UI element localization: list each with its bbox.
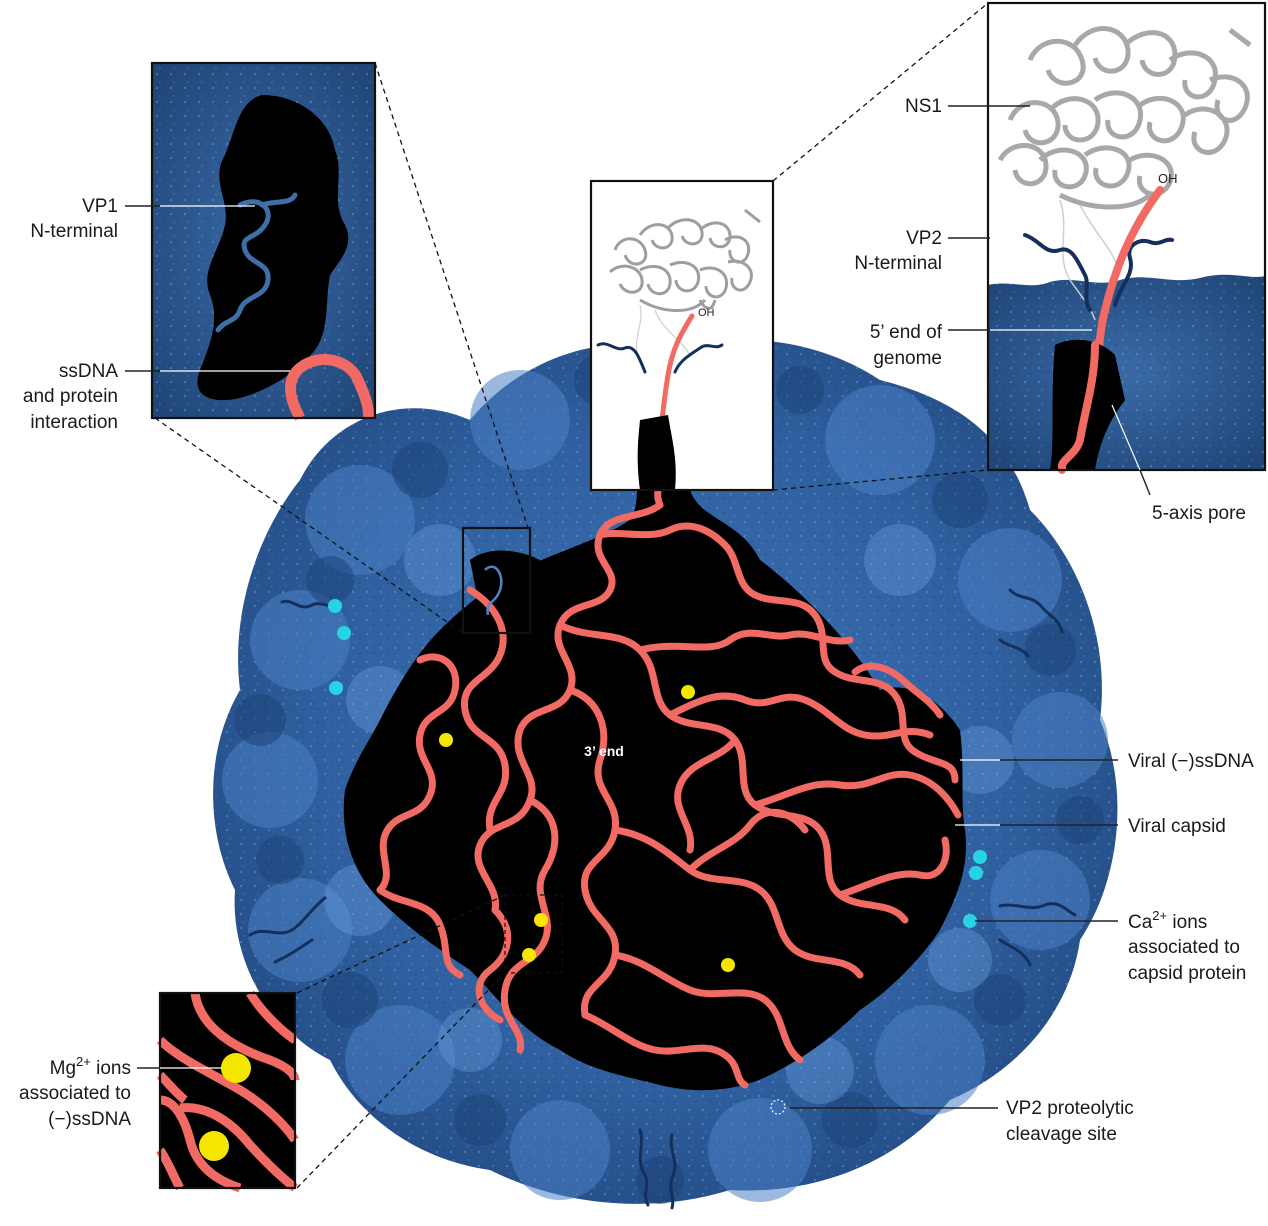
svg-text:N-terminal: N-terminal — [854, 253, 942, 274]
svg-text:associated to: associated to — [19, 1083, 131, 1104]
inset-vp1 — [150, 61, 377, 421]
svg-text:interaction: interaction — [30, 412, 118, 433]
mg-ion-dot — [522, 948, 536, 962]
label-5-end: 5’ end of genome — [870, 322, 943, 369]
svg-text:genome: genome — [873, 348, 942, 369]
ca-ion-dot — [969, 866, 983, 880]
pore-zoom-box-group: OH — [589, 179, 775, 492]
inset-ns1: OH — [986, 1, 1267, 474]
svg-text:ssDNA: ssDNA — [59, 361, 118, 382]
mg-zoom-box — [504, 894, 563, 974]
ca-ion-dot — [963, 914, 977, 928]
mg-ion-dot — [199, 1131, 229, 1161]
ca-ion-dot — [328, 599, 342, 613]
ca-ion-dot — [337, 626, 351, 640]
vp1-small-detail — [484, 565, 503, 616]
svg-text:(−)ssDNA: (−)ssDNA — [48, 1109, 131, 1130]
svg-text:VP1: VP1 — [82, 196, 118, 217]
label-vp2-cleavage: VP2 proteolytic cleavage site — [1006, 1098, 1134, 1145]
svg-text:cleavage site: cleavage site — [1006, 1124, 1117, 1145]
svg-text:and protein: and protein — [23, 386, 118, 407]
ns1-protein-small — [608, 208, 761, 313]
svg-text:Ca2+ ions: Ca2+ ions — [1128, 908, 1207, 933]
ca-ion-dot — [973, 850, 987, 864]
svg-text:capsid protein: capsid protein — [1128, 963, 1246, 984]
zoom-connectors — [154, 2, 989, 1189]
three-end-label: 3’ end — [584, 743, 624, 759]
mg-ion-dot — [721, 958, 735, 972]
vp2-tail — [596, 342, 724, 374]
svg-text:Mg2+ ions: Mg2+ ions — [50, 1054, 131, 1079]
leader-lines — [125, 105, 1151, 1109]
label-ns1: NS1 — [905, 96, 942, 117]
svg-text:5’ end of: 5’ end of — [870, 322, 943, 343]
label-vp1-nterminal: VP1 N-terminal — [30, 196, 118, 242]
vp2-tail — [1023, 233, 1174, 312]
vp2-cleavage-site-marker — [770, 1099, 786, 1115]
svg-text:VP2: VP2 — [906, 228, 942, 249]
label-viral-capsid: Viral capsid — [1128, 816, 1226, 837]
mg-ion-dot — [439, 733, 453, 747]
vp2-tail — [248, 588, 1077, 1210]
vp1-zoom-box — [461, 526, 532, 635]
ca-ion-dot — [329, 681, 343, 695]
label-vp2-nterminal: VP2 N-terminal — [854, 228, 942, 274]
label-viral-ssdna: Viral (−)ssDNA — [1128, 751, 1254, 772]
label-5-axis-pore: 5-axis pore — [1152, 503, 1246, 524]
mg-ion-dot — [534, 913, 548, 927]
oh-label-large: OH — [1158, 171, 1178, 186]
inset-mg — [156, 990, 300, 1193]
svg-text:associated to: associated to — [1128, 937, 1240, 958]
label-mg-ions: Mg2+ ions associated to (−)ssDNA — [19, 1054, 131, 1130]
ca-ion-dots — [328, 599, 987, 928]
label-ssdna-protein-interaction: ssDNA and protein interaction — [23, 361, 118, 433]
svg-text:VP2 proteolytic: VP2 proteolytic — [1006, 1098, 1134, 1119]
oh-label-small: OH — [698, 307, 715, 319]
mg-ion-dot — [221, 1053, 251, 1083]
ns1-protein-ribbon — [997, 26, 1252, 210]
mg-ion-dot — [681, 685, 695, 699]
label-ca-ions: Ca2+ ions associated to capsid protein — [1128, 908, 1246, 984]
mg-ion-dots-main — [439, 685, 735, 972]
svg-text:N-terminal: N-terminal — [30, 221, 118, 242]
